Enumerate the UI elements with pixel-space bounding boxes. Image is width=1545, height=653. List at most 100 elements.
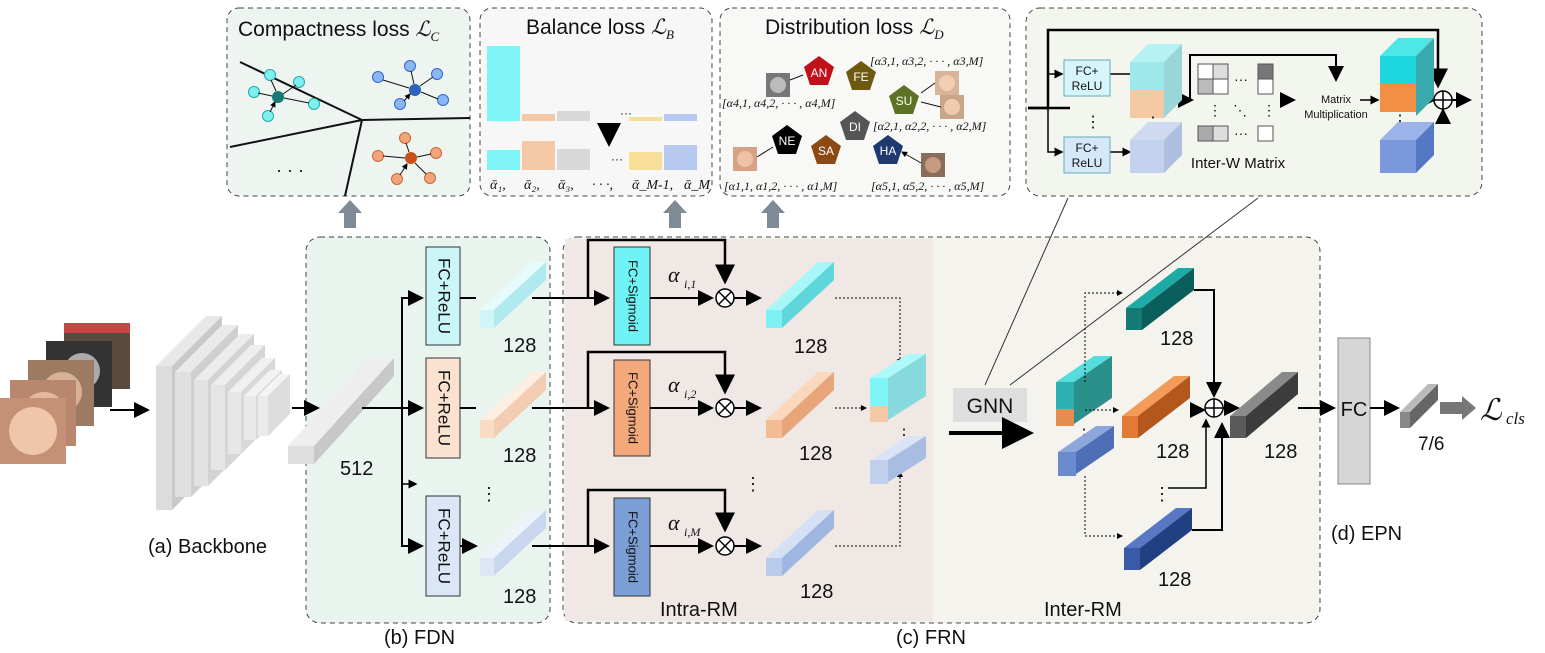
intra-dim-2: 128 (799, 443, 832, 465)
fdn-dim-3: 128 (503, 586, 536, 608)
inter-dim-teal: 128 (1160, 328, 1193, 350)
alpha-vectors: [α3,1, α3,2, · · · , α3,M] [α4,1, α4,2, … (722, 54, 987, 193)
gnn-label: GNN (967, 395, 1014, 418)
cluster-blue (372, 60, 449, 110)
backbone-feature-512 (288, 358, 394, 464)
interw-fc-relu-top: FC+ ReLU (1063, 59, 1111, 97)
alpha-bar-m-1: ᾱ_M-1, (632, 178, 673, 193)
svg-text:FC+ReLU: FC+ReLU (435, 508, 454, 584)
inter-output-feature (1230, 372, 1298, 438)
balance-alpha-labels: ᾱ₁, ᾱ₂, ᾱ₃, · · ·, ᾱ_M-1, ᾱ_M (490, 178, 711, 193)
svg-text:SA: SA (818, 144, 834, 158)
cls-loss-arrow (1440, 396, 1476, 420)
intra-branch-1: FC+Sigmoid α i,1 (532, 238, 762, 346)
svg-text:α: α (668, 510, 680, 535)
alpha-bar-dots: · · ·, (592, 178, 613, 193)
svg-text:FC+Sigmoid: FC+Sigmoid (626, 260, 641, 332)
inter-input-stack: ⋮ (1056, 356, 1114, 476)
interw-fc-relu-bottom: FC+ ReLU (1063, 136, 1111, 174)
fdn-fc-relu-3: FC+ReLU (425, 495, 461, 597)
inter-dim-navy: 128 (1158, 569, 1191, 591)
backbone-cnn (156, 316, 290, 510)
inter-feature-teal (1126, 268, 1194, 330)
alpha-bar-m: ᾱ_M (684, 178, 711, 193)
vector-3: [α3,1, α3,2, · · · , α3,M] (870, 54, 984, 68)
fdn-feature-1 (480, 262, 546, 328)
emotion-node-fe: FE (846, 61, 876, 90)
svg-text:ReLU: ReLU (1072, 79, 1103, 93)
svg-text:FC+: FC+ (1075, 64, 1098, 78)
svg-text:···: ··· (611, 152, 623, 166)
up-arrows (338, 200, 785, 228)
face-to-node-arrows (756, 74, 942, 164)
epn-output-feature (1400, 384, 1438, 428)
svg-text:i,2: i,2 (684, 387, 696, 401)
fdn-dim-1: 128 (503, 335, 536, 357)
inter-w-panel: FC+ ReLU ⋮ FC+ ReLU ⋮ ··· ⋮ (1025, 7, 1483, 197)
svg-text:⋮: ⋮ (1262, 102, 1276, 118)
inter-output-dim: 128 (1264, 441, 1297, 463)
emotion-node-an: AN (804, 56, 834, 85)
cluster-orange (372, 132, 442, 185)
balance-bottom-bars: ··· (487, 141, 697, 170)
vector-5: [α5,1, α5,2, · · · , α5,M] (871, 179, 985, 193)
svg-text:i,1: i,1 (684, 277, 696, 291)
inter-dim-orange: 128 (1156, 441, 1189, 463)
epn-fc-label: FC (1341, 399, 1368, 421)
svg-text:DI: DI (849, 120, 861, 134)
alpha-bar-3: ᾱ₃, (558, 178, 574, 193)
svg-text:ReLU: ReLU (1072, 156, 1103, 170)
dim-512: 512 (340, 458, 373, 480)
emotion-node-ne: NE (772, 125, 802, 154)
intra-branch-2: FC+Sigmoid α i,2 (532, 350, 762, 457)
emotion-nodes: AN FE SU DI NE SA HA (772, 56, 919, 164)
svg-text:α: α (668, 262, 680, 287)
svg-text:FE: FE (853, 70, 868, 84)
inter-feature-navy (1124, 508, 1192, 570)
inter-sum-node (1204, 398, 1224, 418)
face-thumbnails (733, 71, 964, 177)
vector-1: [α1,1, α1,2, · · · , α1,M] (724, 179, 838, 193)
fdn-dim-2: 128 (503, 445, 536, 467)
matrix-mult-label-2: Multiplication (1304, 109, 1368, 121)
epn-label: (d) EPN (1331, 523, 1402, 545)
distribution-loss-panel: Distribution loss ℒD AN FE SU DI NE SA H… (719, 7, 1011, 197)
gnn-block (953, 388, 1027, 422)
balance-loss-panel: Balance loss ℒB ··· ··· ᾱ₁, ᾱ₂, ᾱ₃, · · … (479, 7, 713, 197)
svg-text:AN: AN (811, 66, 828, 80)
svg-text:NE: NE (779, 134, 796, 148)
svg-text:SU: SU (896, 94, 913, 108)
svg-text:···: ··· (620, 106, 632, 120)
inter-w-matrix-label: Inter-W Matrix (1191, 155, 1286, 172)
fdn-label: (b) FDN (384, 627, 455, 649)
fdn-feature-2 (480, 372, 546, 438)
concat-stack: ⋮ (870, 354, 926, 484)
intra-feature-3 (766, 510, 834, 576)
cluster-cyan (248, 69, 320, 122)
vector-4: [α4,1, α4,2, · · · , α4,M] (722, 96, 836, 110)
svg-text:⋮: ⋮ (1208, 102, 1222, 118)
cls-loss-sub: cls (1506, 409, 1525, 428)
intra-feature-2 (766, 372, 834, 438)
matrix-mult-label-1: Matrix (1321, 94, 1351, 106)
emotion-node-di: DI (840, 111, 870, 140)
cluster-boundaries (229, 61, 471, 197)
svg-text:HA: HA (880, 144, 897, 158)
emotion-node-sa: SA (811, 135, 841, 164)
svg-text:FC+ReLU: FC+ReLU (435, 258, 454, 334)
compactness-ellipsis: · · · (276, 160, 304, 180)
backbone-label: (a) Backbone (148, 536, 267, 558)
emotion-node-su: SU (889, 85, 919, 114)
alpha-bar-2: ᾱ₂, (524, 178, 540, 193)
svg-text:⋮: ⋮ (1153, 484, 1171, 504)
compactness-title: Compactness loss ℒC (238, 17, 440, 44)
cls-loss-symbol: ℒ (1480, 394, 1503, 427)
interw-sum-node (1433, 90, 1453, 110)
fdn-fc-relu-2: FC+ReLU (425, 357, 461, 459)
fdn-feature-3 (480, 510, 546, 576)
svg-text:FC+Sigmoid: FC+Sigmoid (626, 372, 641, 444)
compactness-loss-panel: Compactness loss ℒC · · · (226, 7, 471, 197)
interw-feature-stack: ⋮ (1130, 44, 1182, 173)
